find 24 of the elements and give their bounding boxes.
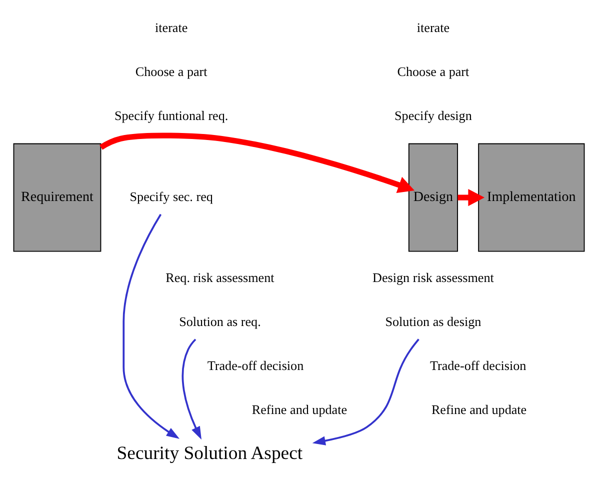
label: iterate bbox=[154, 20, 188, 36]
label: Trade-off decision bbox=[206, 358, 304, 373]
node-box: Implementation bbox=[478, 143, 584, 252]
arrow bbox=[181, 338, 201, 440]
label: Specify design bbox=[394, 108, 472, 124]
label: Refine and update bbox=[430, 402, 526, 417]
arrow bbox=[99, 132, 414, 194]
label: Trade-off decision bbox=[429, 358, 526, 373]
label: Refine and update bbox=[251, 402, 347, 417]
label: Req. risk assessment bbox=[165, 270, 274, 285]
arrow bbox=[122, 214, 180, 439]
node-box: Requirement bbox=[12, 143, 101, 252]
node-box: Design bbox=[408, 143, 458, 252]
label: Choose a part bbox=[134, 64, 207, 80]
label: Choose a part bbox=[396, 64, 469, 80]
node-text: Specify sec. req bbox=[129, 189, 212, 204]
label: iterate bbox=[416, 20, 450, 36]
node-text: Solution as design bbox=[384, 314, 481, 329]
label: Specify funtional req. bbox=[114, 108, 228, 124]
arrow bbox=[457, 188, 484, 206]
label: Design risk assessment bbox=[372, 270, 494, 285]
node-text: Security Solution Aspect bbox=[116, 442, 302, 464]
arrow bbox=[312, 338, 419, 446]
node-text: Solution as req. bbox=[178, 314, 260, 329]
